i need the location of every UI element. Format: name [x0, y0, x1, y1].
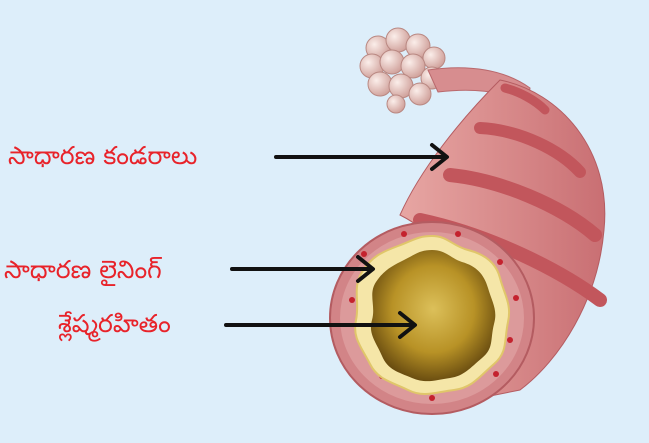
label-normal-muscles: సాధారణ కండరాలు [8, 141, 197, 171]
label-mucus-free: శ్లేష్మరహితం [58, 309, 171, 339]
label-normal-lining: సాధారణ లైనింగ్ [4, 255, 162, 285]
arrow-muscle [276, 145, 447, 169]
lumen [371, 250, 495, 381]
